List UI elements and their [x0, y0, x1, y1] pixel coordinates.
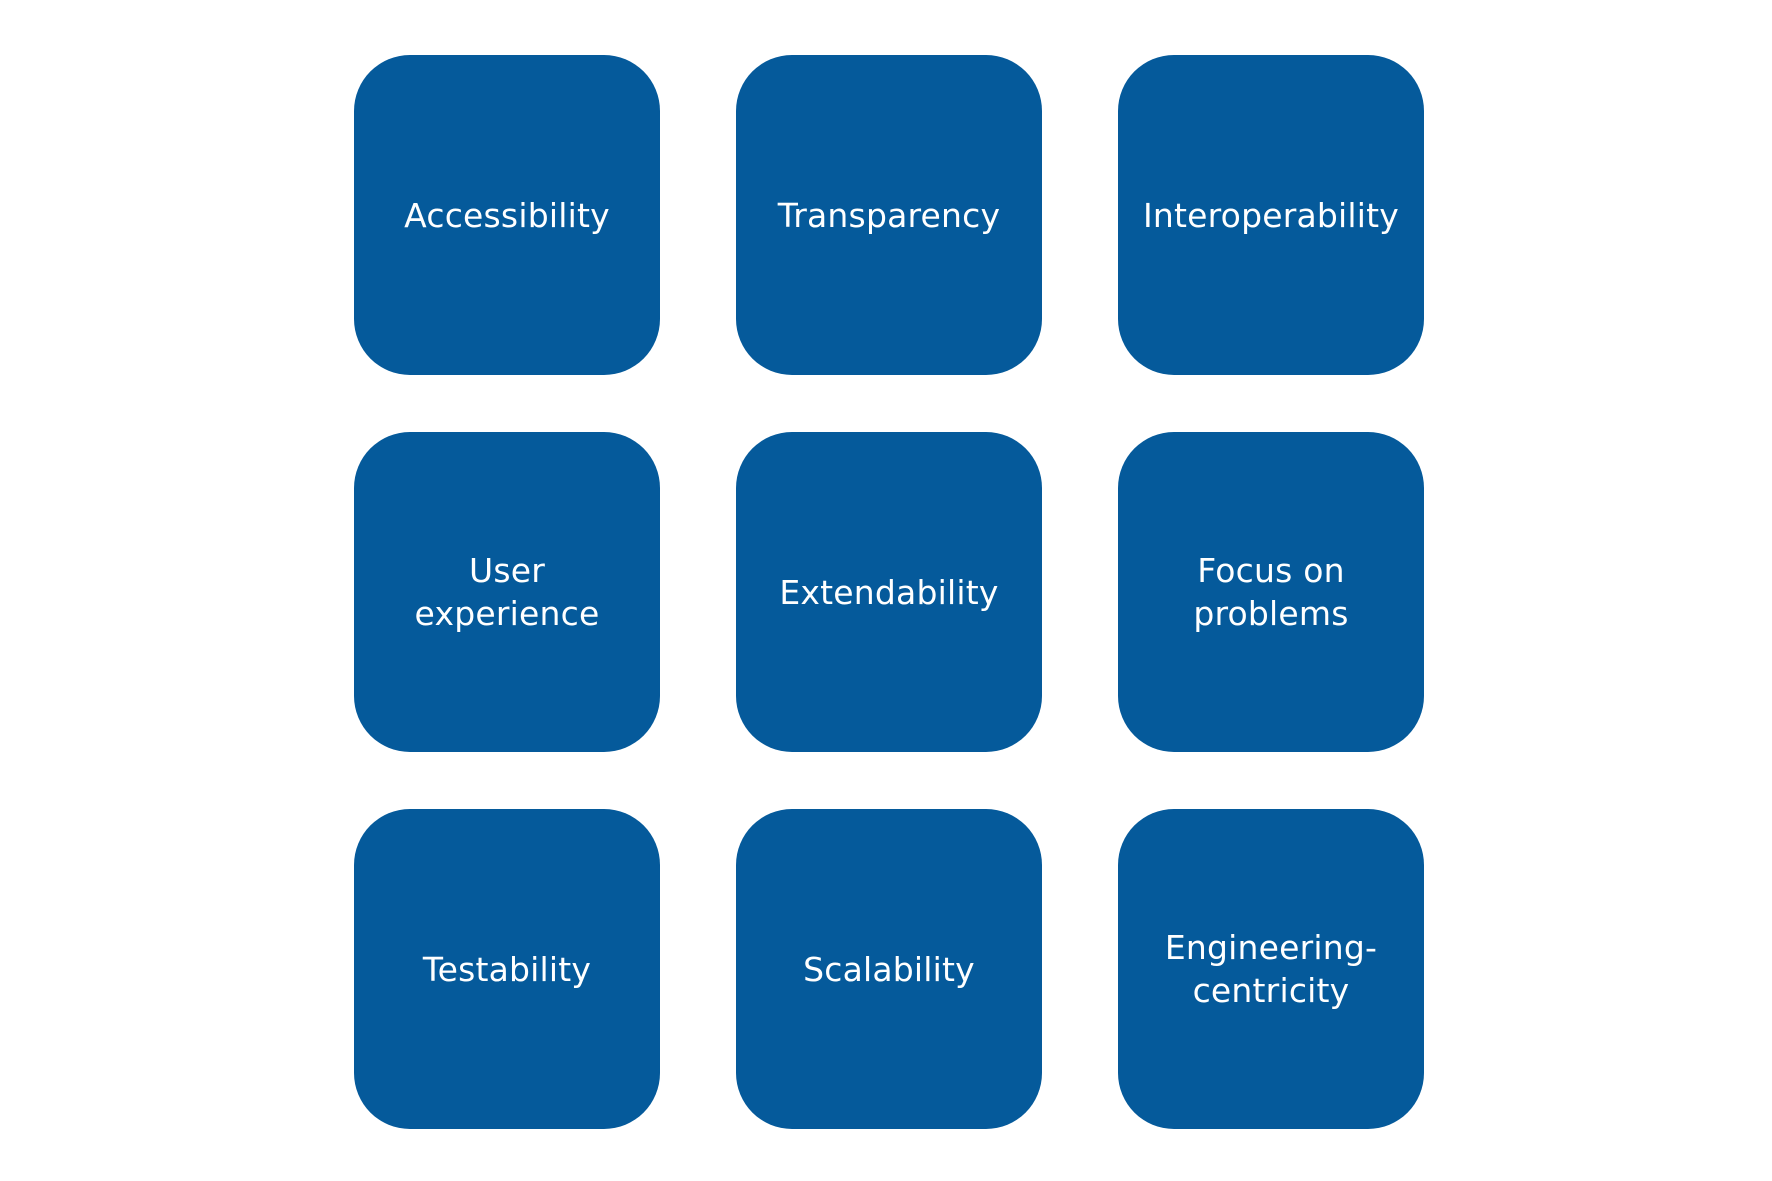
tile-label: Interoperability	[1142, 195, 1400, 235]
tile-testability: Testability	[354, 809, 660, 1129]
tile-focus-on-problems: Focus on problems	[1118, 432, 1424, 752]
tile-label: Extendability	[779, 572, 999, 612]
tile-interoperability: Interoperability	[1118, 55, 1424, 375]
tile-accessibility: Accessibility	[354, 55, 660, 375]
tile-label: Testability	[422, 949, 592, 989]
tile-label: Engineering-centricity	[1164, 928, 1378, 1010]
tile-extendability: Extendability	[736, 432, 1042, 752]
tile-label: User experience	[414, 551, 600, 633]
tile-label: Scalability	[803, 949, 975, 989]
principles-grid: Accessibility Transparency Interoperabil…	[354, 55, 1424, 1130]
tile-scalability: Scalability	[736, 809, 1042, 1129]
tile-transparency: Transparency	[736, 55, 1042, 375]
tile-user-experience: User experience	[354, 432, 660, 752]
tile-label: Transparency	[777, 195, 1001, 235]
tile-label: Focus on problems	[1193, 551, 1349, 633]
tile-label: Accessibility	[404, 195, 610, 235]
tile-engineering-centricity: Engineering-centricity	[1118, 809, 1424, 1129]
